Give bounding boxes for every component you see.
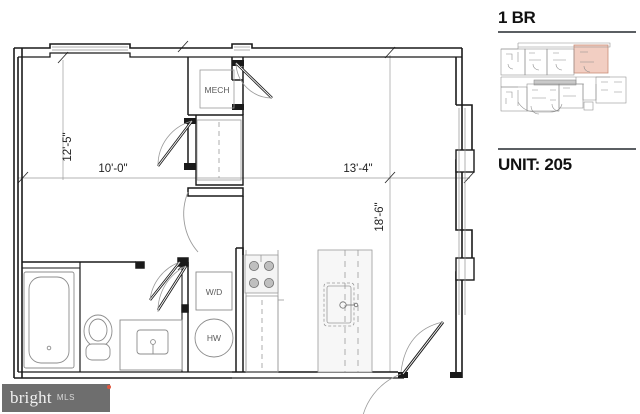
exterior-walls: [13, 43, 475, 379]
mech-closet-box: [199, 69, 235, 109]
range-icon: [244, 254, 279, 294]
bedroom-type-label: 1 BR: [498, 8, 536, 27]
keymap-highlight-unit: [573, 44, 609, 74]
dimension-living-width: 13'-4": [343, 163, 372, 175]
dimension-bedroom-width: 10'-0": [98, 163, 127, 175]
doors: [148, 60, 462, 414]
bathroom-fixtures: [23, 271, 183, 371]
toilet-icon: [83, 314, 113, 361]
brightmls-watermark: bright MLS: [2, 384, 111, 412]
vanity-sink-icon: [119, 319, 183, 371]
door-mech: [232, 60, 273, 110]
label-hot-water: HW: [207, 333, 221, 343]
appliance-closet: [194, 271, 234, 358]
info-panel: 1 BR: [496, 0, 640, 414]
kitchen-fixtures: [244, 249, 373, 373]
bathtub-icon: [23, 271, 75, 369]
watermark-suffix: MLS: [56, 393, 76, 402]
unit-number-label: UNIT: 205: [498, 155, 572, 174]
interior-walls: [22, 57, 244, 372]
dimension-lines: [17, 40, 475, 372]
watermark-brand: bright: [10, 388, 52, 407]
door-entry: [362, 321, 462, 414]
watermark-dot-icon: [107, 385, 111, 389]
label-washer-dryer: W/D: [206, 287, 223, 297]
door-bedroom: [183, 191, 199, 253]
washer-dryer-icon: [195, 271, 233, 311]
door-bathroom: [148, 261, 182, 301]
kitchen-island-icon: [317, 249, 373, 373]
dimension-bedroom-depth: 12'-5": [62, 132, 74, 161]
building-key-map: [500, 42, 627, 115]
panel-divider-bottom: [498, 148, 636, 150]
label-mech: MECH: [204, 85, 229, 95]
door-hall: [156, 265, 188, 313]
door-closet: [156, 118, 196, 170]
panel-divider-top: [498, 31, 636, 33]
dimension-living-depth: 18'-6": [374, 202, 386, 231]
hot-water-heater-icon: [194, 318, 234, 358]
